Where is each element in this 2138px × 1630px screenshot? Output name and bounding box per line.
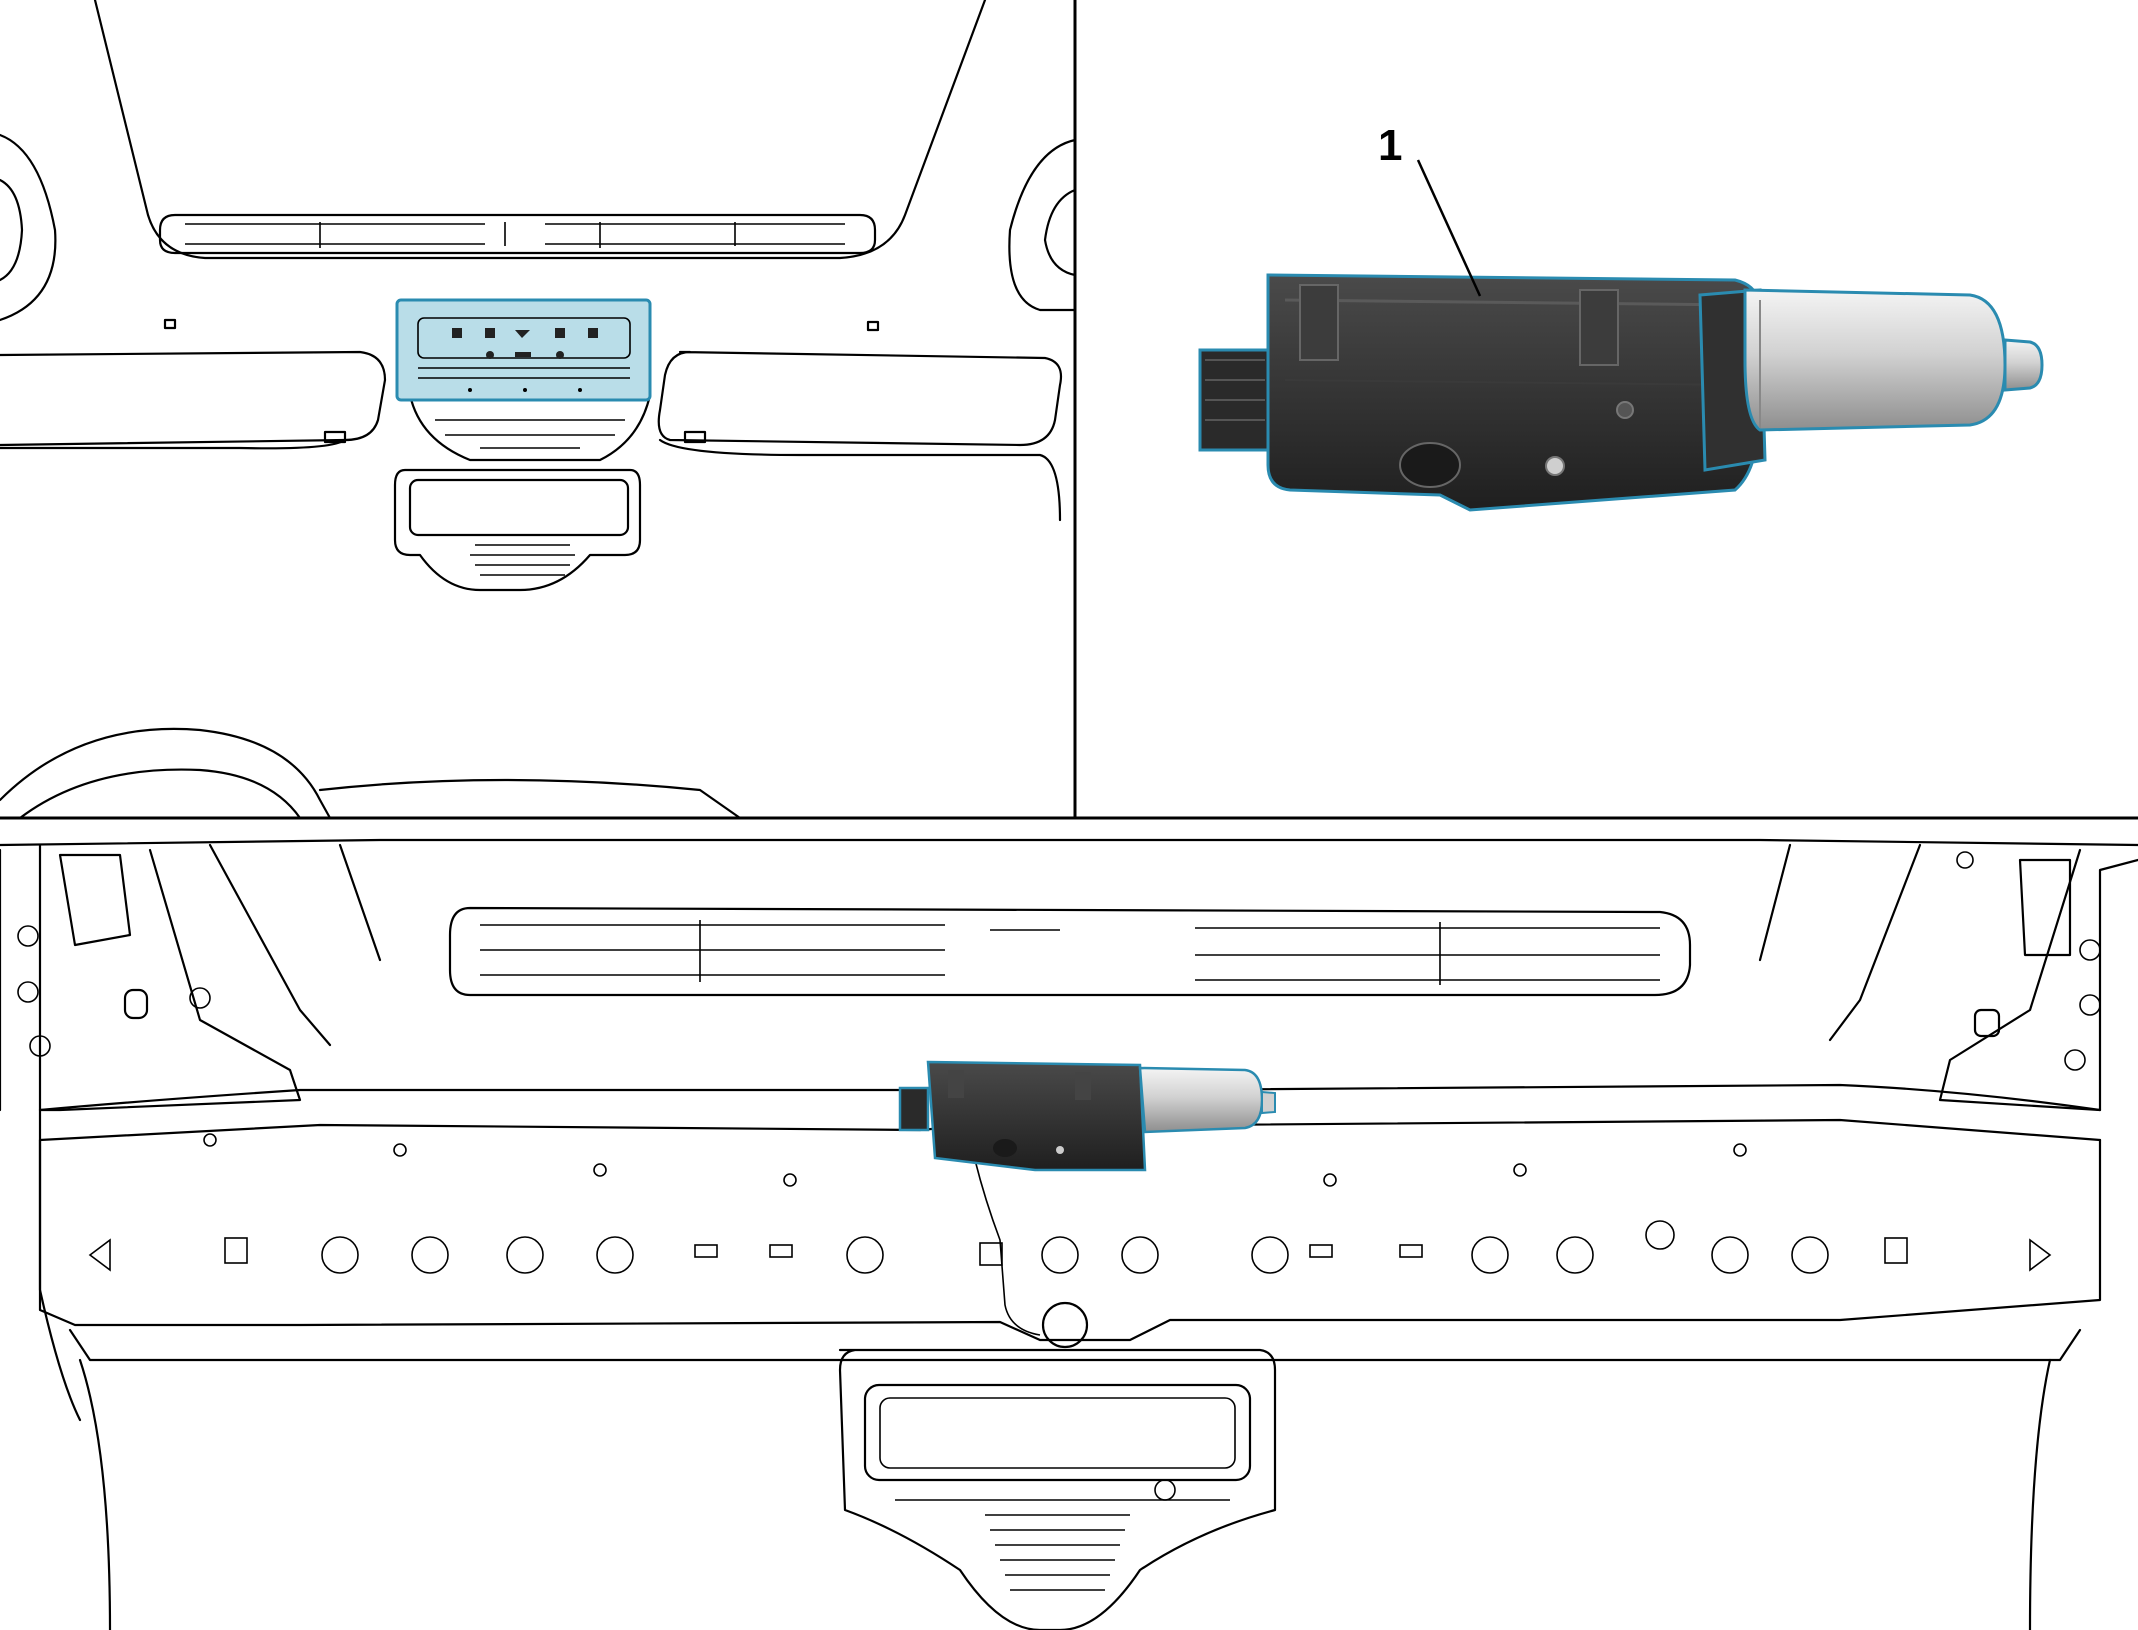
overhead-console-highlight xyxy=(395,298,652,402)
motor-module-body xyxy=(1266,273,1760,512)
motor-location-highlight xyxy=(898,1060,1276,1172)
panel-overhead-console xyxy=(0,0,1077,820)
frame-holes xyxy=(88,1133,2052,1274)
motor-cylinder xyxy=(1743,288,2007,432)
panel-roof-frame xyxy=(0,838,2138,1630)
callout-label-1: 1 xyxy=(1378,121,1402,170)
panel-dividers xyxy=(0,0,2138,820)
callout-leader-1 xyxy=(1416,159,1482,297)
panel-motor-detail: 1 xyxy=(1198,121,2044,512)
console-button-icons xyxy=(452,328,598,359)
